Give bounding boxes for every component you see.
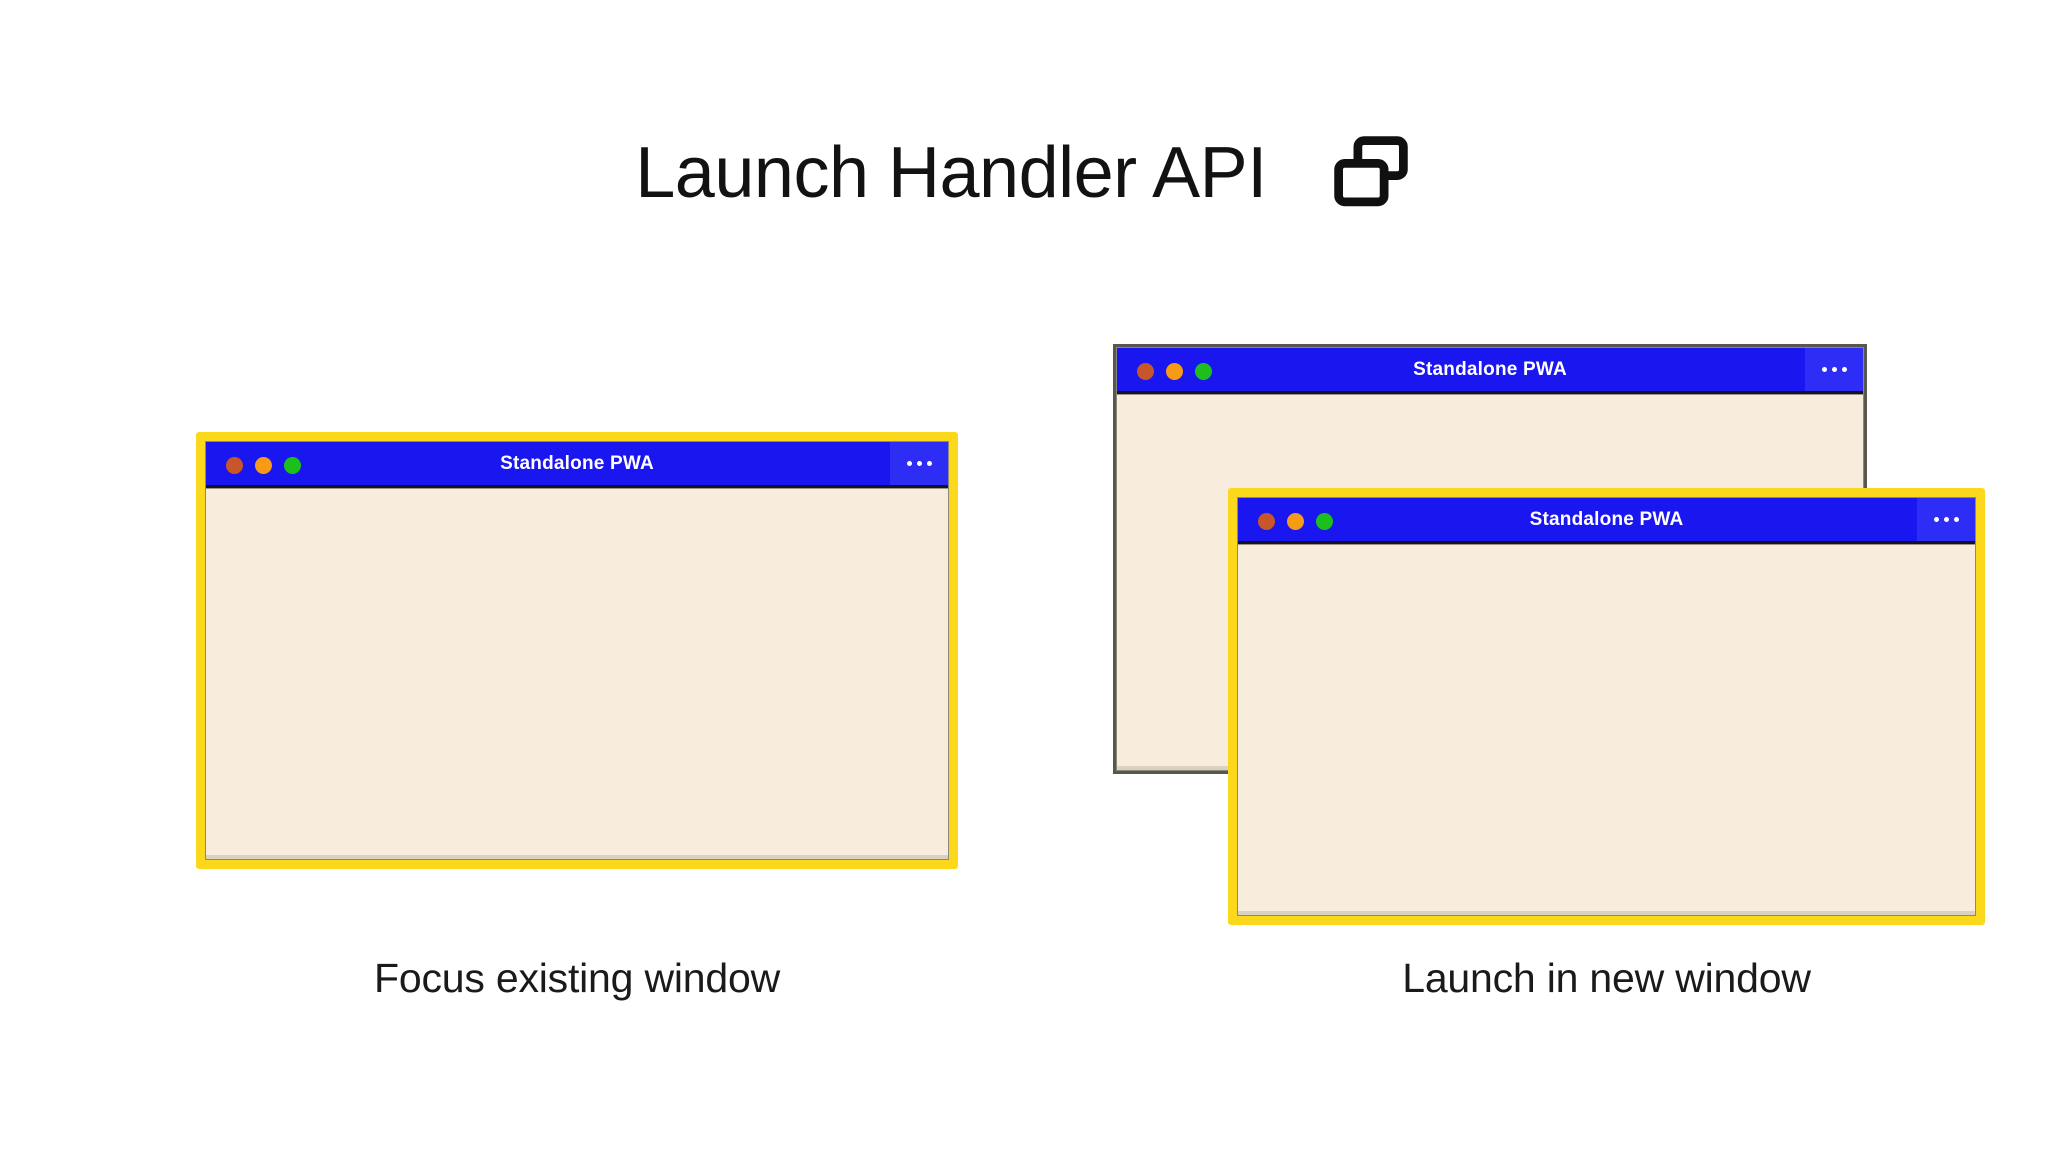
overflow-menu-button[interactable]	[890, 442, 948, 485]
menu-dot-icon	[906, 461, 912, 466]
traffic-lights	[1258, 512, 1333, 530]
window-title: Standalone PWA	[1413, 358, 1567, 380]
traffic-lights	[226, 456, 301, 474]
menu-dot-icon	[1933, 517, 1939, 522]
page-title: Launch Handler API	[635, 133, 1267, 213]
window-title: Standalone PWA	[500, 452, 654, 474]
window-inner: Standalone PWA	[205, 441, 949, 860]
menu-dot-icon	[1831, 367, 1837, 372]
window-titlebar[interactable]: Standalone PWA	[1117, 348, 1863, 394]
close-button-icon[interactable]	[226, 456, 243, 474]
minimize-button-icon[interactable]	[255, 456, 272, 474]
maximize-button-icon[interactable]	[1316, 512, 1333, 530]
menu-dot-icon	[926, 461, 932, 466]
overflow-menu-button[interactable]	[1917, 498, 1975, 541]
close-button-icon[interactable]	[1258, 512, 1275, 530]
maximize-button-icon[interactable]	[1195, 362, 1212, 380]
window-titlebar[interactable]: Standalone PWA	[206, 442, 948, 488]
menu-dot-icon	[916, 461, 922, 466]
maximize-button-icon[interactable]	[284, 456, 301, 474]
menu-dot-icon	[1943, 517, 1949, 522]
windows-overlap-icon	[1333, 136, 1408, 207]
pwa-window-new-foreground[interactable]: Standalone PWA	[1228, 488, 1985, 925]
menu-dot-icon	[1841, 367, 1847, 372]
overflow-menu-button[interactable]	[1805, 348, 1863, 391]
window-content-area	[1238, 544, 1975, 915]
traffic-lights	[1137, 362, 1212, 380]
pwa-window-focus-existing[interactable]: Standalone PWA	[196, 432, 958, 869]
menu-dot-icon	[1953, 517, 1959, 522]
caption-launch-new: Launch in new window	[1402, 955, 1811, 1001]
window-content-area	[206, 488, 948, 859]
window-titlebar[interactable]: Standalone PWA	[1238, 498, 1975, 544]
window-inner: Standalone PWA	[1237, 497, 1976, 916]
minimize-button-icon[interactable]	[1166, 362, 1183, 380]
close-button-icon[interactable]	[1137, 362, 1154, 380]
minimize-button-icon[interactable]	[1287, 512, 1304, 530]
window-title: Standalone PWA	[1529, 508, 1684, 530]
page-header: Launch Handler API	[0, 118, 2048, 228]
caption-focus-existing: Focus existing window	[374, 955, 780, 1001]
menu-dot-icon	[1821, 367, 1827, 372]
